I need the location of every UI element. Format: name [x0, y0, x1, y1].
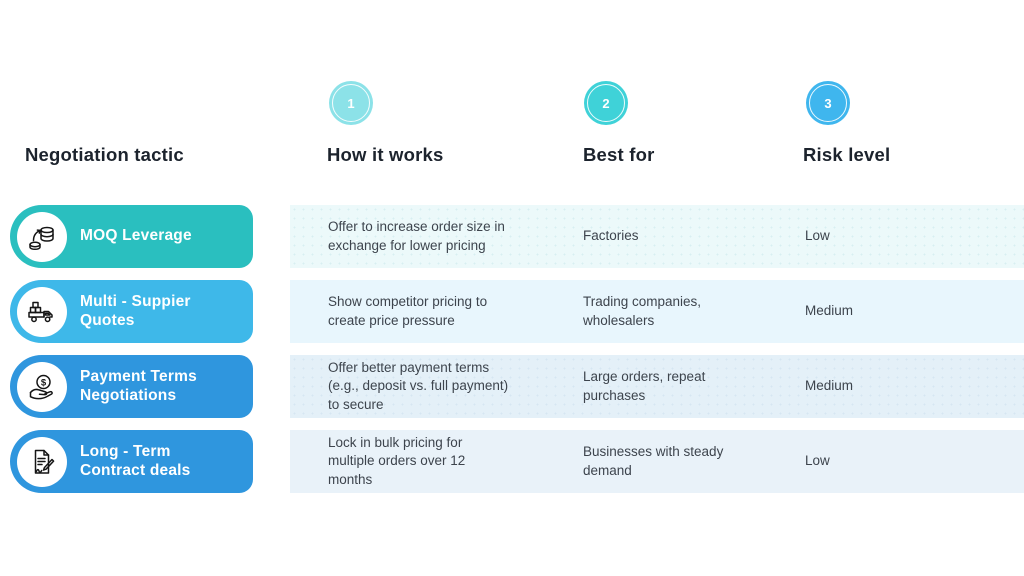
risk-level-cell-text: Low — [805, 228, 830, 244]
tactic-label: MOQ Leverage — [80, 227, 192, 245]
column-header-best: Best for — [583, 144, 655, 165]
risk-level-cell: Low — [805, 205, 975, 268]
tactic-label: Payment Terms Negotiations — [80, 367, 197, 404]
svg-text:$: $ — [41, 377, 47, 388]
how-it-works-cell-text: Show competitor pricing to create price … — [328, 293, 488, 328]
how-it-works-cell: Offer better payment terms (e.g., deposi… — [328, 355, 510, 418]
best-for-cell: Large orders, repeat purchases — [583, 355, 741, 418]
tactic-label: Long - Term Contract deals — [80, 442, 191, 479]
best-for-cell-text: Large orders, repeat purchases — [583, 368, 706, 403]
tactic-label: Multi - Suppier Quotes — [80, 292, 191, 329]
best-for-cell-text: Factories — [583, 228, 639, 244]
best-for-cell: Businesses with steady demand — [583, 430, 741, 493]
step-badge-2: 2 — [584, 81, 628, 125]
best-for-cell-text: Businesses with steady demand — [583, 443, 724, 478]
column-header-how: How it works — [327, 144, 444, 165]
tactic-pill: Long - Term Contract deals — [10, 430, 253, 493]
hand-coin-icon: $ — [29, 374, 53, 399]
tactic-pill: Multi - Suppier Quotes — [10, 280, 253, 343]
tactic-icon-circle — [17, 286, 67, 337]
table-row: Show competitor pricing to create price … — [290, 280, 1024, 343]
delivery-truck-icon — [28, 301, 53, 322]
how-it-works-cell: Show competitor pricing to create price … — [328, 280, 510, 343]
column-header-tactic: Negotiation tactic — [25, 144, 184, 165]
tactic-icon-circle — [17, 436, 67, 487]
how-it-works-cell-text: Offer to increase order size in exchange… — [328, 218, 505, 253]
tactic-pill: $ Payment Terms Negotiations — [10, 355, 253, 418]
tactic-icon-circle — [17, 211, 67, 262]
how-it-works-cell-text: Offer better payment terms (e.g., deposi… — [328, 359, 509, 412]
risk-level-cell: Low — [805, 430, 975, 493]
tactic-icon-circle: $ — [17, 361, 67, 412]
best-for-cell-text: Trading companies, wholesalers — [583, 293, 702, 328]
table-row: Offer to increase order size in exchange… — [290, 205, 1024, 268]
table-row: Offer better payment terms (e.g., deposi… — [290, 355, 1024, 418]
risk-level-cell-text: Medium — [805, 378, 854, 394]
risk-level-cell-text: Low — [805, 453, 830, 469]
coins-growth-icon — [29, 226, 54, 250]
step-badge-1: 1 — [329, 81, 373, 125]
table-row: Lock in bulk pricing for multiple orders… — [290, 430, 1024, 493]
contract-sign-icon — [34, 449, 55, 474]
best-for-cell: Factories — [583, 205, 741, 268]
column-header-risk: Risk level — [803, 144, 891, 165]
risk-level-cell-text: Medium — [805, 303, 854, 319]
how-it-works-cell: Lock in bulk pricing for multiple orders… — [328, 430, 510, 493]
risk-level-cell: Medium — [805, 355, 975, 418]
risk-level-cell: Medium — [805, 280, 975, 343]
how-it-works-cell-text: Lock in bulk pricing for multiple orders… — [328, 434, 466, 487]
how-it-works-cell: Offer to increase order size in exchange… — [328, 205, 510, 268]
step-badge-3: 3 — [806, 81, 850, 125]
best-for-cell: Trading companies, wholesalers — [583, 280, 741, 343]
tactic-pill: MOQ Leverage — [10, 205, 253, 268]
